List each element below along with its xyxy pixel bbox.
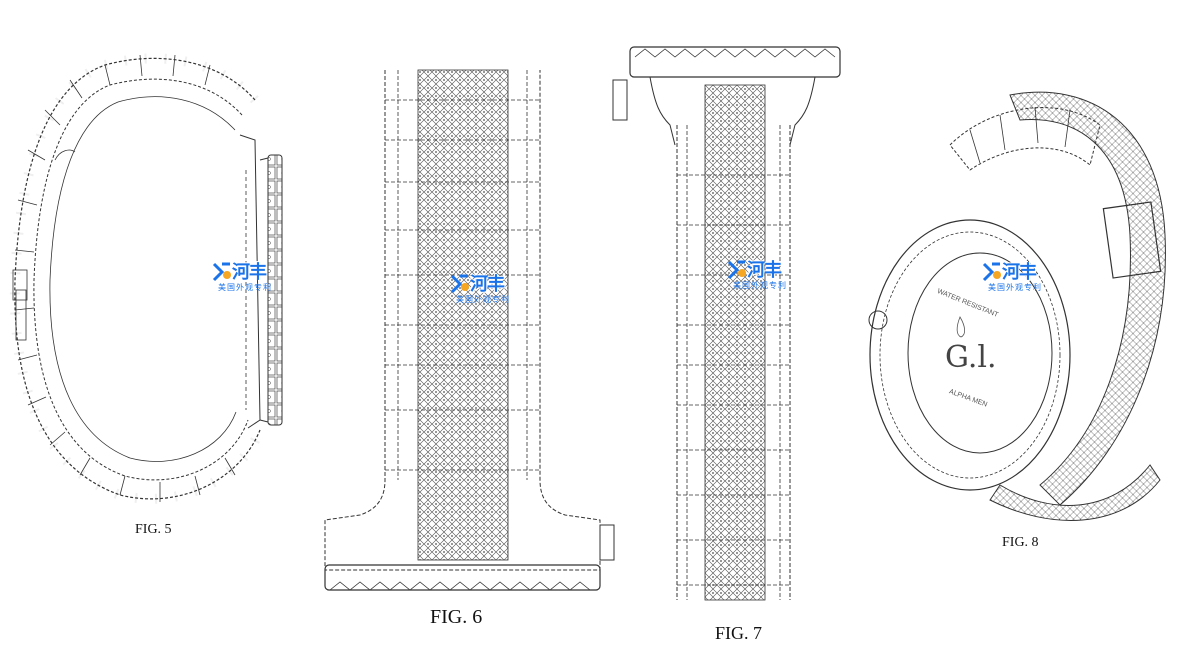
fig6-drawing [324,69,615,591]
fig5-drawing [9,53,283,504]
patent-logo-icon [212,262,231,282]
watermark-brand: 河丰 [232,262,267,283]
watermark-tagline: 美国外观专利 [733,281,787,290]
patent-logo-icon [450,274,469,294]
patent-logo-icon [727,260,746,280]
fig7-drawing [612,46,841,601]
figure-5: FIG. 5 [9,40,290,537]
figure-6: FIG. 6 [320,60,620,628]
watermark-brand: 河丰 [747,260,782,281]
watermark: 河丰 美国外观专利 [982,258,1054,298]
caseback-signature: G.l. [945,340,997,375]
patent-logo-icon [982,262,1001,282]
watermark-tagline: 美国外观专利 [456,295,510,304]
figure-8: WATER RESISTANT G.l. ALPHA MEN FIG. 8 [860,85,1190,555]
watermark-brand: 河丰 [470,274,505,295]
fig6-caption: FIG. 6 [430,606,483,628]
watermark-brand: 河丰 [1002,262,1037,283]
fig8-drawing [868,91,1166,521]
watermark: 河丰 美国外观专利 [450,270,522,310]
watermark: 河丰 美国外观专利 [212,258,284,298]
figure-7: FIG. 7 [605,45,855,643]
fig7-caption: FIG. 7 [715,623,763,643]
fig8-caption: FIG. 8 [1002,535,1039,550]
watermark-tagline: 美国外观专利 [218,283,272,292]
fig5-caption: FIG. 5 [135,522,172,537]
watermark-tagline: 美国外观专利 [988,283,1042,292]
watermark: 河丰 美国外观专利 [727,256,799,296]
